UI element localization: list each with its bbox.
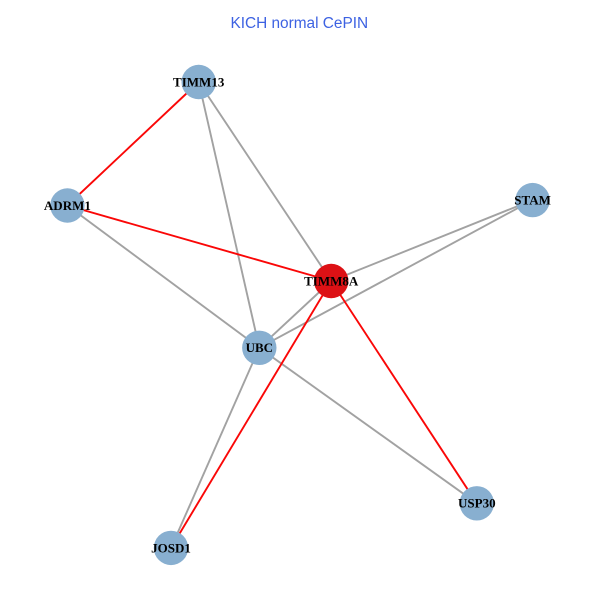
svg-text:TIMM13: TIMM13 [173, 74, 225, 89]
svg-text:TIMM8A: TIMM8A [304, 273, 359, 288]
svg-text:KICH normal CePIN: KICH normal CePIN [230, 15, 368, 32]
svg-text:JOSD1: JOSD1 [151, 540, 191, 555]
svg-text:USP30: USP30 [458, 496, 496, 511]
svg-text:ADRM1: ADRM1 [44, 198, 91, 213]
svg-text:UBC: UBC [246, 340, 273, 355]
svg-text:STAM: STAM [514, 193, 551, 208]
